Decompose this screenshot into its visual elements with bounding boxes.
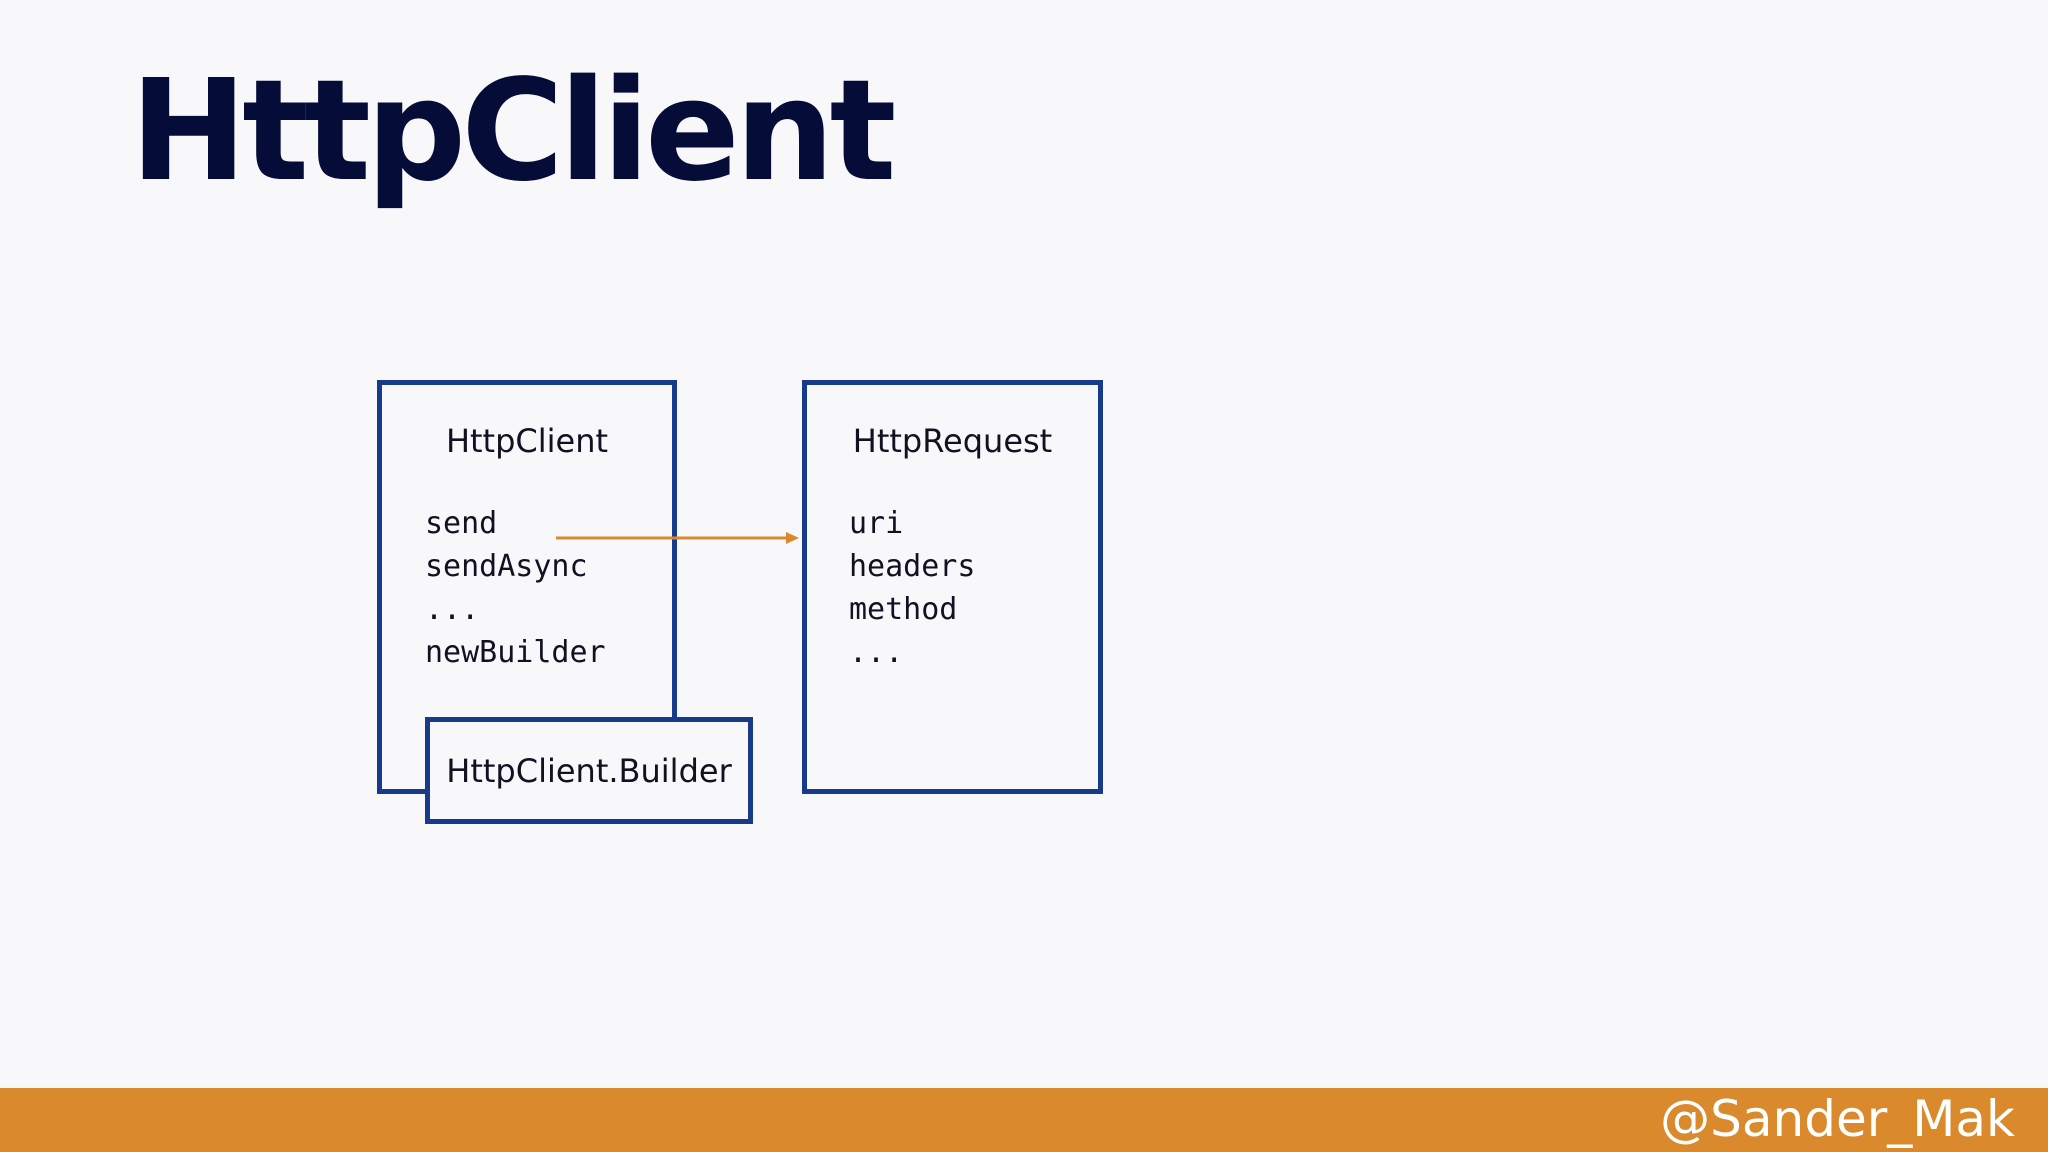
member-send-async: sendAsync xyxy=(425,549,588,584)
httprequest-member-list: uri headers method ... xyxy=(849,502,975,674)
member-method: method xyxy=(849,592,958,627)
member-headers: headers xyxy=(849,549,976,584)
httpclient-builder-class-name: HttpClient.Builder xyxy=(446,751,732,790)
httprequest-class-box: HttpRequest uri headers method ... xyxy=(802,380,1103,794)
member-uri: uri xyxy=(849,506,904,541)
httpclient-member-list: send sendAsync ... newBuilder xyxy=(425,502,606,674)
httpclient-builder-class-box: HttpClient.Builder xyxy=(425,717,753,824)
footer-handle: @Sander_Mak xyxy=(1660,1090,2015,1148)
member-new-builder: newBuilder xyxy=(425,635,606,670)
arrow-head xyxy=(786,532,799,544)
httprequest-class-name: HttpRequest xyxy=(852,422,1053,460)
slide-title: HttpClient xyxy=(130,50,896,213)
footer-bar: @Sander_Mak xyxy=(0,1088,2048,1152)
member-send: send xyxy=(425,506,498,541)
httpclient-class-name: HttpClient xyxy=(445,422,609,460)
member-ellipsis: ... xyxy=(849,635,904,670)
member-ellipsis: ... xyxy=(425,592,480,627)
